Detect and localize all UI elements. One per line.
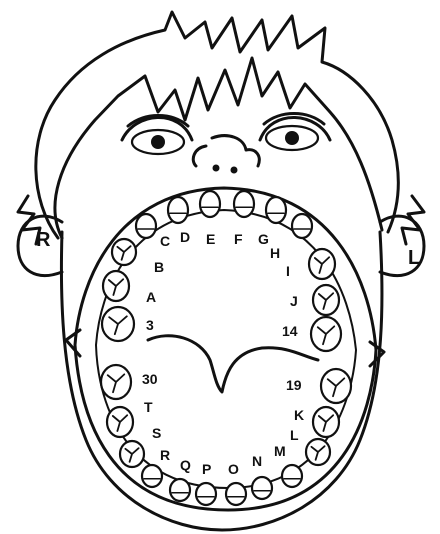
upper-tooth-label: E <box>206 231 215 247</box>
lower-tooth <box>107 407 133 437</box>
upper-tooth-label: D <box>180 229 190 245</box>
side-label-right: R <box>36 229 51 251</box>
upper-tooth-label: J <box>290 293 298 309</box>
nose <box>193 136 259 166</box>
upper-tooth <box>112 239 136 265</box>
lower-tooth <box>120 441 144 467</box>
upper-tooth <box>168 197 188 223</box>
lower-tooth-label: K <box>294 407 304 423</box>
side-label-left: L <box>408 247 420 269</box>
nostril-right <box>213 165 220 172</box>
upper-tooth-label: 3 <box>146 317 154 333</box>
eye-left <box>260 114 330 151</box>
upper-tooth <box>103 271 129 301</box>
upper-tooth-label: C <box>160 233 170 249</box>
lower-tooth-label: L <box>290 427 299 443</box>
lower-tooth <box>170 479 190 501</box>
upper-tooth <box>313 285 339 315</box>
upper-tooth-label: F <box>234 231 243 247</box>
upper-tooth <box>311 317 341 351</box>
lower-tooth-label: N <box>252 453 262 469</box>
lower-tooth-label: S <box>152 425 161 441</box>
lower-tooth <box>142 465 162 487</box>
lower-tooth-label: R <box>160 447 170 463</box>
lower-tooth-label: P <box>202 461 211 477</box>
upper-tooth-label: I <box>286 263 290 279</box>
upper-tooth-label: 14 <box>282 323 298 339</box>
upper-tooth <box>234 191 254 217</box>
lower-tooth <box>252 477 272 499</box>
upper-tooth <box>200 191 220 217</box>
lower-tooth <box>282 465 302 487</box>
upper-tooth-label: B <box>154 259 164 275</box>
upper-tooth-label: A <box>146 289 156 305</box>
lower-tooth <box>101 365 131 399</box>
upper-tooth-label: G <box>258 231 269 247</box>
lower-tooth-label: Q <box>180 457 191 473</box>
lower-tooth <box>321 369 351 403</box>
eye-right <box>122 116 192 155</box>
upper-tooth <box>292 214 312 238</box>
upper-tooth-label: H <box>270 245 280 261</box>
lower-tooth <box>226 483 246 505</box>
lower-tooth <box>313 407 339 437</box>
lower-tooth-label: 30 <box>142 371 158 387</box>
upper-tooth <box>102 307 134 341</box>
nostril-left <box>231 167 238 174</box>
upper-tooth <box>309 249 335 279</box>
lower-tooth-label: O <box>228 461 239 477</box>
lower-tooth-label: 19 <box>286 377 302 393</box>
lower-tooth <box>196 483 216 505</box>
lower-tooth <box>306 439 330 465</box>
upper-tooth <box>266 197 286 223</box>
lower-tooth-label: T <box>144 399 153 415</box>
lower-tooth-label: M <box>274 443 286 459</box>
upper-tooth <box>136 214 156 238</box>
